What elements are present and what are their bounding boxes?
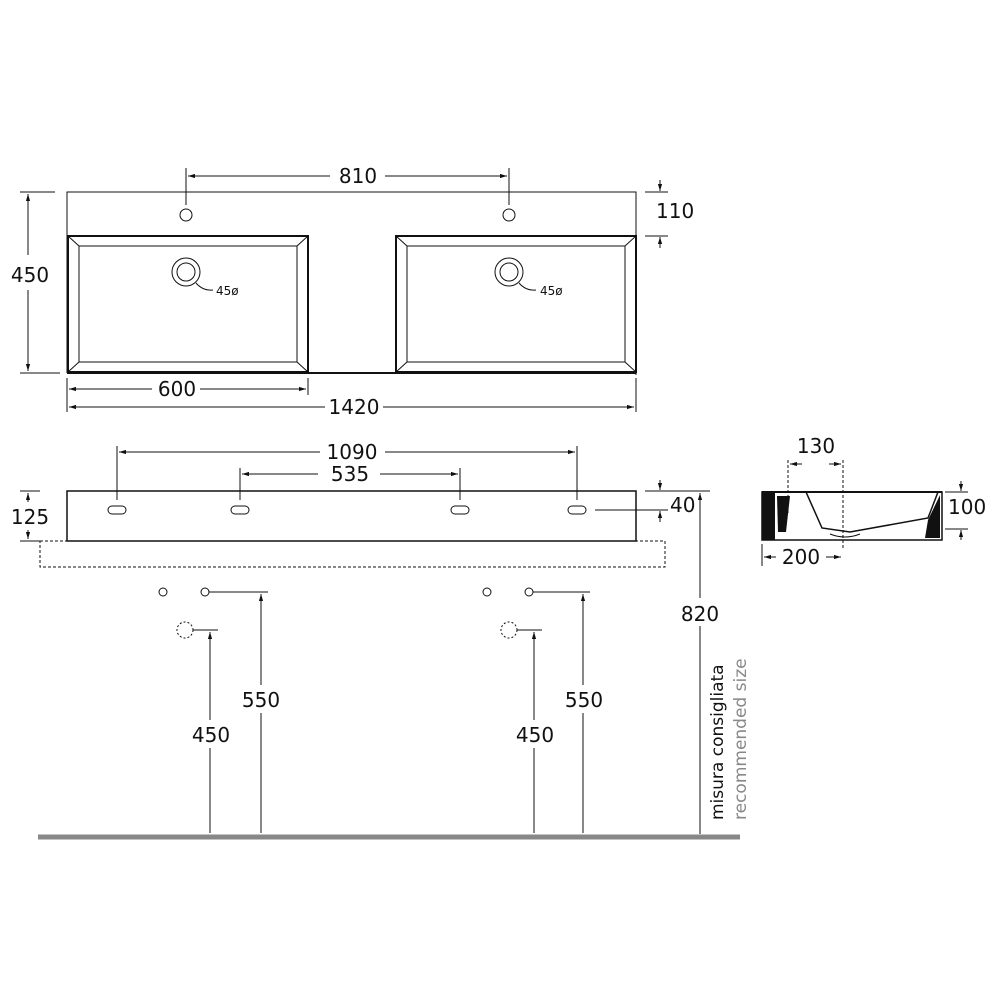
drain-diameter-label: 45ø — [216, 284, 239, 298]
dim-550-left: 550 — [242, 688, 280, 712]
drain-point-icon — [176, 621, 194, 639]
supply-point-icon — [524, 587, 534, 597]
dim-550-right: 550 — [565, 688, 603, 712]
dim-820: 820 — [681, 602, 719, 626]
drain-point-icon — [500, 621, 518, 639]
dim-100: 100 — [948, 495, 986, 519]
dim-600: 600 — [158, 377, 196, 401]
dim-125: 125 — [11, 505, 49, 529]
dim-535: 535 — [331, 462, 369, 486]
tap-hole-icon — [502, 208, 516, 222]
dim-810: 810 — [339, 164, 377, 188]
dim-450-left: 450 — [192, 723, 230, 747]
dim-110: 110 — [656, 199, 694, 223]
dim-1090: 1090 — [327, 440, 378, 464]
drain-diameter-label: 45ø — [540, 284, 563, 298]
front-view: 1090 535 125 40 820 misura consigliata r… — [11, 440, 751, 840]
top-view: 45ø 45ø 810 110 450 600 1420 — [11, 164, 694, 419]
dim-40: 40 — [670, 493, 695, 517]
supply-point-icon — [482, 587, 492, 597]
supply-point-icon — [158, 587, 168, 597]
note-italian: misura consigliata — [708, 664, 728, 820]
side-view: 130 100 200 — [761, 434, 986, 569]
dim-1420: 1420 — [329, 395, 380, 419]
drain-icon — [171, 257, 201, 287]
overflow-slots — [107, 505, 587, 515]
right-basin — [395, 235, 637, 373]
dim-130: 130 — [797, 434, 835, 458]
dim-450: 450 — [11, 263, 49, 287]
drain-icon — [494, 257, 524, 287]
left-basin — [67, 235, 309, 373]
dim-450-right: 450 — [516, 723, 554, 747]
supply-point-icon — [200, 587, 210, 597]
tap-hole-icon — [179, 208, 193, 222]
note-english: recommended size — [731, 658, 751, 820]
dim-200: 200 — [782, 545, 820, 569]
